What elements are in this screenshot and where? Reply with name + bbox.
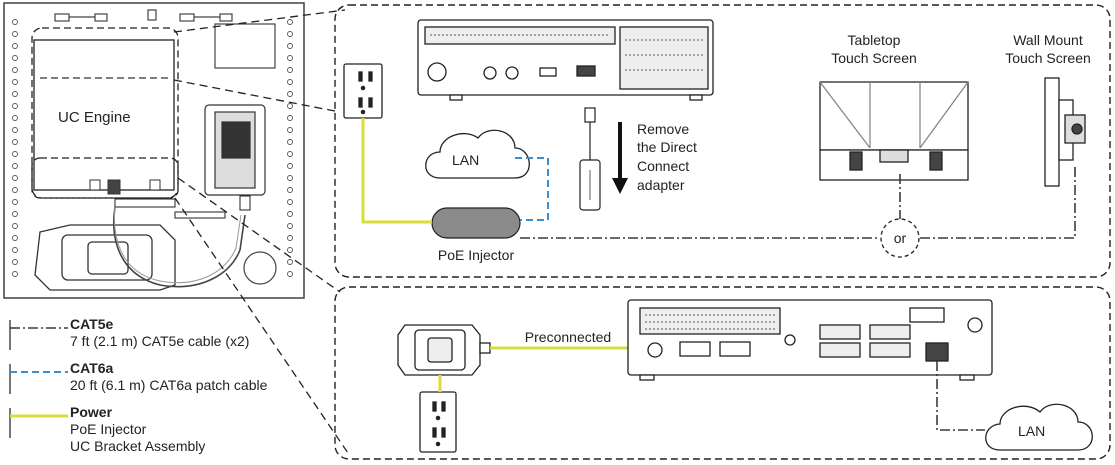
wallmount-label-1: Wall Mount bbox=[1013, 32, 1083, 48]
preconnected-label: Preconnected bbox=[525, 329, 611, 345]
legend-power-title: Power bbox=[70, 404, 113, 420]
tabletop-label-2: Touch Screen bbox=[831, 50, 917, 66]
bracket-assembly: UC Engine bbox=[3, 2, 305, 299]
cable-legend: CAT5e 7 ft (2.1 m) CAT5e cable (x2) CAT6… bbox=[0, 310, 330, 465]
uc-engine-highlight bbox=[31, 27, 179, 199]
legend-power-desc-2: UC Bracket Assembly bbox=[70, 438, 206, 454]
cat5e-cable-bottom bbox=[936, 361, 985, 431]
bracket-connectors bbox=[114, 195, 251, 219]
bracket-holes-left bbox=[12, 19, 18, 277]
zoom-line-top-1 bbox=[173, 9, 346, 33]
uc-engine-rear bbox=[627, 299, 993, 381]
remove-text-1: Remove bbox=[637, 121, 689, 137]
bracket-grommet bbox=[243, 251, 277, 285]
power-cable-top bbox=[361, 118, 432, 224]
bracket-cable bbox=[113, 206, 246, 288]
legend-cat5e: CAT5e 7 ft (2.1 m) CAT5e cable (x2) bbox=[0, 316, 330, 360]
wallmount-touch-screen bbox=[1044, 77, 1086, 187]
legend-cat6a-desc: 20 ft (6.1 m) CAT6a patch cable bbox=[70, 377, 268, 393]
uc-engine-box bbox=[33, 39, 175, 191]
remove-text-4: adapter bbox=[637, 177, 685, 193]
legend-cat6a-line bbox=[9, 364, 68, 394]
cat6a-cable-top bbox=[515, 157, 549, 221]
uc-engine-label: UC Engine bbox=[58, 109, 131, 126]
bracket-coupler bbox=[34, 224, 176, 291]
legend-cat5e-line bbox=[9, 320, 68, 350]
lan-top-label: LAN bbox=[452, 152, 479, 168]
wallmount-label-2: Touch Screen bbox=[1005, 50, 1091, 66]
bracket-holes-right bbox=[287, 19, 293, 277]
power-outlet-top bbox=[343, 63, 383, 119]
poe-injector-label: PoE Injector bbox=[438, 247, 515, 263]
legend-power-line bbox=[9, 408, 68, 438]
bracket-injector bbox=[204, 104, 266, 196]
zoom-line-bottom-1 bbox=[177, 177, 341, 293]
lan-cloud-top bbox=[425, 129, 530, 179]
zoom-line-top-2 bbox=[173, 79, 341, 113]
engine-ports bbox=[89, 179, 161, 195]
cat5e-cable-or-right bbox=[920, 165, 1076, 239]
legend-power: Power PoE Injector UC Bracket Assembly bbox=[0, 404, 330, 464]
power-outlet-bottom bbox=[419, 391, 457, 453]
or-circle bbox=[880, 218, 920, 258]
legend-cat6a: CAT6a 20 ft (6.1 m) CAT6a patch cable bbox=[0, 360, 330, 404]
top-right-bracket bbox=[214, 23, 276, 69]
top-cables bbox=[54, 9, 233, 22]
lan-cloud-bottom bbox=[985, 403, 1093, 451]
legend-cat5e-title: CAT5e bbox=[70, 316, 114, 332]
direct-connect-adapter bbox=[579, 107, 601, 211]
lan-bottom-label: LAN bbox=[1018, 423, 1045, 439]
remove-text-3: Connect bbox=[637, 158, 689, 174]
uc-engine-front bbox=[417, 19, 714, 101]
or-label: or bbox=[894, 230, 907, 246]
legend-cat6a-title: CAT6a bbox=[70, 360, 114, 376]
poe-injector-bottom bbox=[397, 324, 491, 376]
tabletop-label-1: Tabletop bbox=[848, 32, 901, 48]
top-panel bbox=[334, 4, 1111, 278]
tabletop-touch-screen bbox=[819, 81, 969, 181]
legend-cat5e-desc: 7 ft (2.1 m) CAT5e cable (x2) bbox=[70, 333, 250, 349]
legend-power-desc-1: PoE Injector bbox=[70, 421, 147, 437]
bottom-panel bbox=[334, 286, 1111, 460]
remove-text-2: the Direct bbox=[637, 139, 697, 155]
poe-injector bbox=[431, 207, 521, 239]
remove-arrow bbox=[612, 122, 628, 194]
